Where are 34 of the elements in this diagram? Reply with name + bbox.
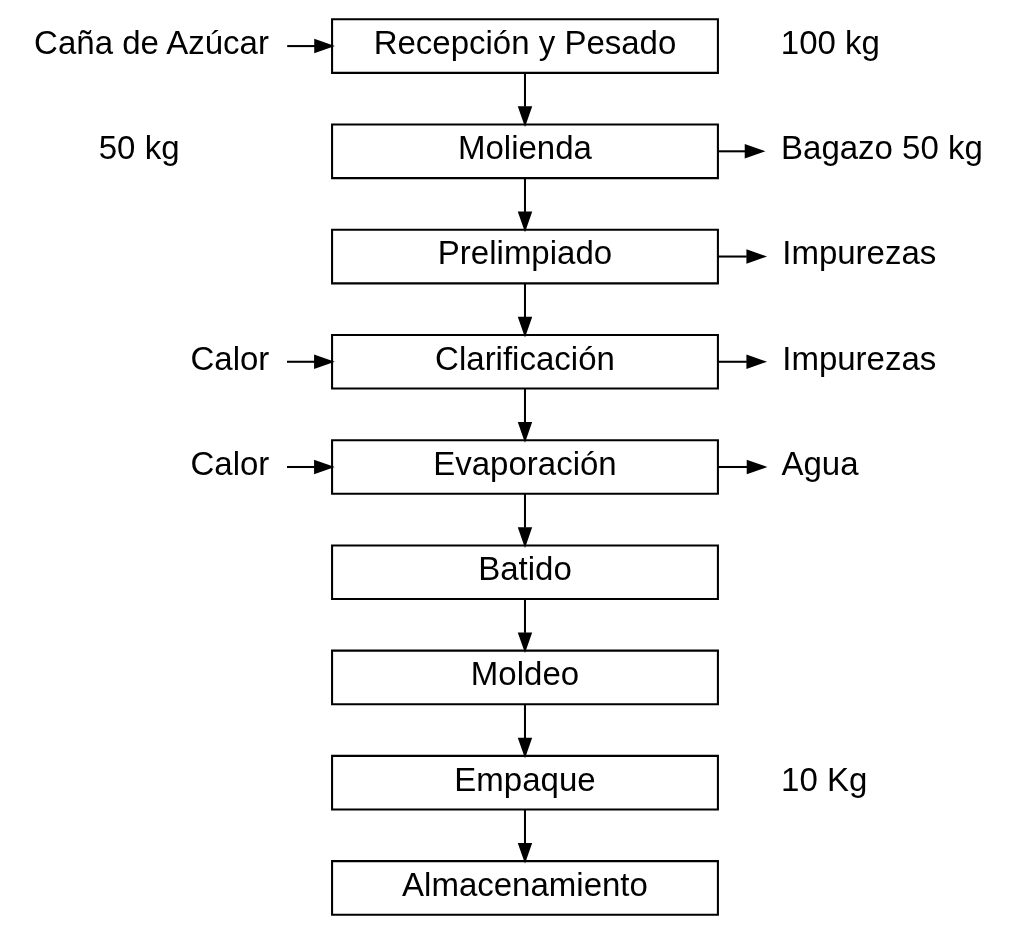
node-text: Impurezas [782, 339, 937, 377]
node-box: Moldeo [331, 649, 719, 706]
arrow [517, 599, 533, 654]
arrow [517, 704, 533, 759]
arrow [718, 249, 768, 264]
arrow [517, 178, 533, 233]
node-box: Empaque [331, 754, 719, 811]
node-box: Almacenamiento [331, 860, 719, 916]
arrow [517, 283, 533, 338]
node-box: Recepción y Pesado [331, 18, 719, 74]
node-text: Impurezas [782, 234, 937, 272]
arrow [718, 459, 768, 475]
node-text: Calor [190, 444, 270, 482]
node-box: Molienda [331, 123, 719, 180]
arrow [517, 494, 533, 548]
arrow [287, 354, 335, 369]
arrow [718, 144, 766, 159]
arrow [517, 73, 533, 127]
label: 50 kg [98, 129, 180, 167]
node-box: Batido [331, 544, 719, 601]
node-label: 10 Kg [781, 760, 868, 798]
arrow [517, 809, 533, 864]
node-box: Evaporación [331, 439, 719, 495]
node-label: 100 kg [780, 23, 880, 61]
node-text: Agua [781, 444, 859, 482]
arrow [517, 388, 533, 443]
arrow [718, 354, 768, 369]
node-text: Bagazo 50 kg [781, 129, 983, 167]
arrow [287, 38, 335, 54]
node-box: Clarificación [331, 333, 719, 390]
arrow [287, 459, 335, 475]
node-text: Calor [190, 339, 270, 377]
node-box: Prelimpiado [331, 228, 719, 285]
node-text: Caña de Azúcar [34, 23, 269, 61]
